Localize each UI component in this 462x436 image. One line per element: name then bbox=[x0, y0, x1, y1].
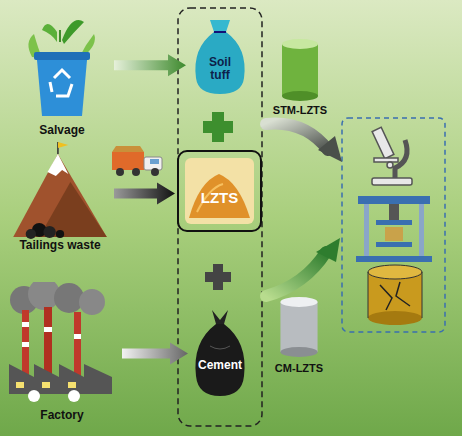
stm-lzts-node: STM-LZTS bbox=[270, 38, 330, 116]
node-label: STM-LZTS bbox=[273, 104, 327, 116]
node-label: Soil tuff bbox=[200, 56, 240, 82]
node-label: LZTS bbox=[201, 190, 239, 207]
lzts-box: LZTS bbox=[177, 150, 262, 232]
node-label: Tailings waste bbox=[19, 239, 100, 252]
microscope-icon bbox=[372, 127, 412, 185]
node-label: Cement bbox=[198, 359, 242, 372]
soil-tuff-bag: Soil tuff bbox=[188, 14, 252, 98]
block-arrow bbox=[114, 183, 175, 205]
salvage-node: Salvage bbox=[12, 12, 112, 137]
factory-icon bbox=[4, 282, 120, 426]
cement-bag: Cement bbox=[190, 306, 250, 400]
truck-icon bbox=[112, 146, 162, 176]
press-machine-icon bbox=[356, 196, 432, 262]
factory-node: Factory bbox=[4, 282, 120, 426]
specimen-cylinder-icon bbox=[368, 265, 422, 325]
block-arrow bbox=[122, 343, 188, 365]
cementbag-icon bbox=[190, 306, 250, 400]
cm-lzts-node: CM-LZTS bbox=[266, 296, 332, 374]
node-label: CM-LZTS bbox=[275, 362, 323, 374]
node-label: Factory bbox=[40, 409, 83, 422]
tailings-node: Tailings waste bbox=[8, 140, 112, 252]
block-arrow bbox=[114, 54, 186, 76]
node-label: Salvage bbox=[39, 124, 84, 137]
mountain-icon bbox=[8, 140, 112, 252]
bin-icon bbox=[12, 12, 112, 137]
